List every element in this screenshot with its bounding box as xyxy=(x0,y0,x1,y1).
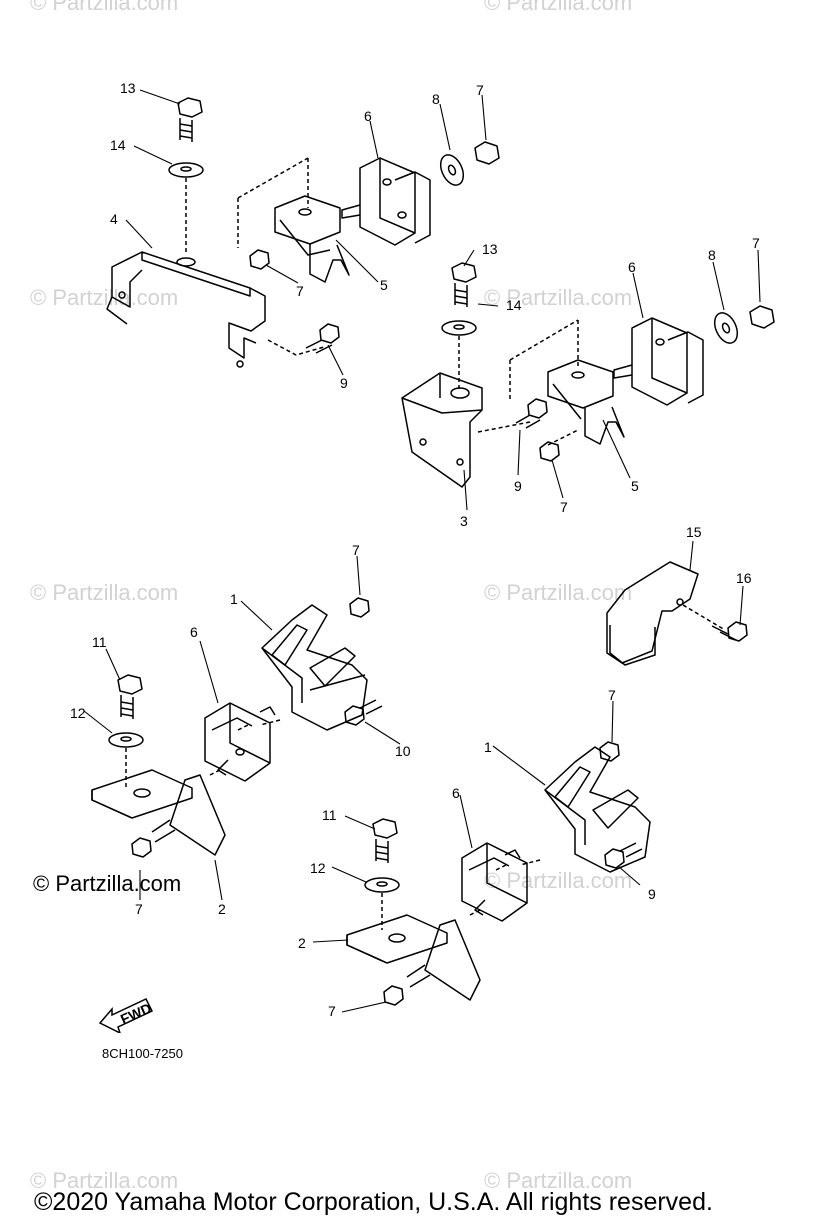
callout-7: 7 xyxy=(328,1003,336,1019)
watermark: © Partzilla.com xyxy=(33,871,182,896)
callout-11: 11 xyxy=(322,807,337,823)
bolt-16 xyxy=(711,621,748,642)
nut-7 xyxy=(749,305,775,329)
mount-6 xyxy=(204,702,276,782)
watermark: © Partzilla.com xyxy=(484,285,633,310)
callout-12: 12 xyxy=(70,705,86,721)
bracket-3 xyxy=(401,372,483,488)
diagram-code: 8CH100-7250 xyxy=(102,1046,183,1061)
callout-5: 5 xyxy=(380,277,388,293)
callout-5: 5 xyxy=(631,478,639,494)
watermark: © Partzilla.com xyxy=(484,1168,633,1193)
bolt-11 xyxy=(117,674,143,719)
callout-1: 1 xyxy=(484,739,492,755)
bracket-4 xyxy=(106,251,266,368)
bolt-9 xyxy=(515,398,548,429)
fwd-label: FWD xyxy=(118,1000,154,1028)
bolt-9 xyxy=(305,323,340,354)
washer-12 xyxy=(108,732,144,748)
watermark: © Partzilla.com xyxy=(484,580,633,605)
bracket-1 xyxy=(544,746,651,873)
watermark: © Partzilla.com xyxy=(30,580,179,605)
callout-7: 7 xyxy=(752,235,760,251)
mount-6 xyxy=(461,842,528,922)
bracket-5 xyxy=(274,195,350,283)
callout-9: 9 xyxy=(648,886,656,902)
callout-9: 9 xyxy=(514,478,522,494)
watermark: © Partzilla.com xyxy=(30,0,179,15)
nut-7 xyxy=(383,985,404,1006)
callout-7: 7 xyxy=(560,499,568,515)
callout-14: 14 xyxy=(110,137,126,153)
washer-8 xyxy=(439,154,465,186)
bolt-9 xyxy=(604,842,643,869)
callout-4: 4 xyxy=(110,211,118,227)
bolt-13 xyxy=(451,262,477,307)
callout-6: 6 xyxy=(452,785,460,801)
bracket-1 xyxy=(261,604,368,731)
callout-6: 6 xyxy=(190,624,198,640)
copyright-notice: ©2020 Yamaha Motor Corporation, U.S.A. A… xyxy=(34,1188,713,1216)
callout-13: 13 xyxy=(482,241,498,257)
washer-14 xyxy=(441,320,477,336)
damper-15 xyxy=(606,561,699,666)
watermark: © Partzilla.com xyxy=(30,1168,179,1193)
bracket-2 xyxy=(91,769,226,856)
watermark: © Partzilla.com xyxy=(30,285,179,310)
fwd-arrow-icon: FWD xyxy=(98,993,158,1038)
callout-14: 14 xyxy=(506,297,522,313)
callout-labels: 13 14 8 7 6 4 7 5 9 13 14 8 7 6 3 9 5 7 … xyxy=(70,80,760,1019)
callout-2: 2 xyxy=(218,901,226,917)
callout-15: 15 xyxy=(686,524,702,540)
washer-14 xyxy=(168,162,204,178)
watermark: © Partzilla.com xyxy=(484,0,633,15)
callout-7: 7 xyxy=(608,687,616,703)
callout-7: 7 xyxy=(476,82,484,98)
callout-1: 1 xyxy=(230,591,238,607)
callout-11: 11 xyxy=(92,634,107,650)
bolt-10 xyxy=(344,699,383,726)
nut-7 xyxy=(131,837,152,858)
nut-7 xyxy=(599,741,620,762)
bolt-11 xyxy=(372,818,398,863)
bolt-13 xyxy=(177,97,203,142)
nut-7 xyxy=(249,249,270,270)
bracket-2 xyxy=(346,914,481,1001)
callout-7: 7 xyxy=(352,542,360,558)
callout-12: 12 xyxy=(310,860,326,876)
mount-6 xyxy=(613,317,704,406)
callout-8: 8 xyxy=(708,247,716,263)
callout-3: 3 xyxy=(460,513,468,529)
washer-8 xyxy=(713,312,739,344)
callout-6: 6 xyxy=(628,259,636,275)
callout-9: 9 xyxy=(340,375,348,391)
callout-13: 13 xyxy=(120,80,136,96)
watermark: © Partzilla.com xyxy=(484,868,633,893)
callout-7: 7 xyxy=(135,901,143,917)
callout-6: 6 xyxy=(364,108,372,124)
callout-7: 7 xyxy=(296,283,304,299)
nut-7 xyxy=(474,141,500,165)
callout-2: 2 xyxy=(298,935,306,951)
bracket-5 xyxy=(547,359,625,445)
mount-6 xyxy=(341,157,431,246)
nut-7 xyxy=(349,597,370,618)
callout-8: 8 xyxy=(432,91,440,107)
washer-12 xyxy=(364,877,400,893)
callout-10: 10 xyxy=(395,743,411,759)
nut-7 xyxy=(539,441,560,462)
callout-16: 16 xyxy=(736,570,752,586)
